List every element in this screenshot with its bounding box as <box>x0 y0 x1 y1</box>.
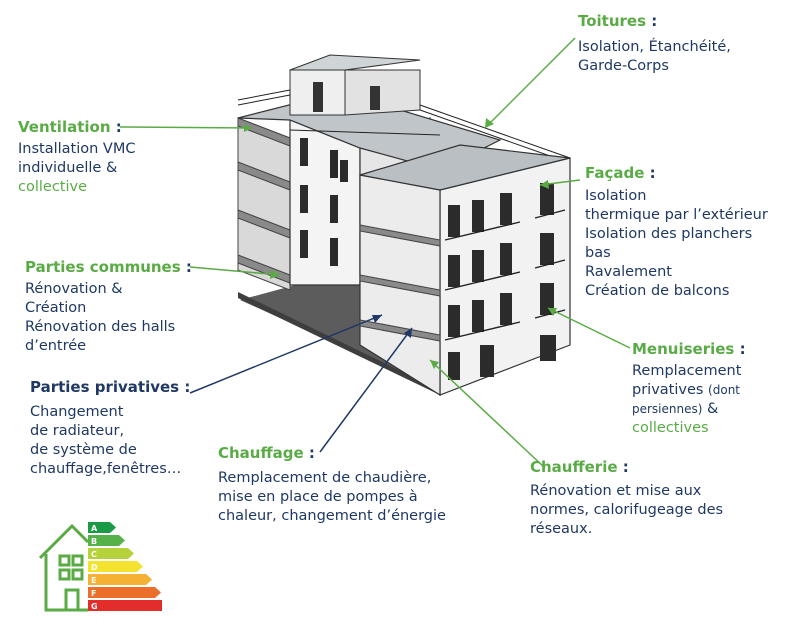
energy-class-c-label: C <box>91 550 97 559</box>
chaufferie-body: Rénovation et mise aux normes, calorifug… <box>530 483 724 537</box>
energy-class-c-bar <box>88 548 134 559</box>
ventilation-title: Ventilation : <box>18 118 122 136</box>
menuiseries-body: Remplacement privatives (dont persiennes… <box>632 363 742 436</box>
balcony-railings <box>444 209 566 341</box>
energy-class-d-bar <box>88 561 143 572</box>
energy-class-a-bar <box>88 522 116 533</box>
tower-windows <box>300 138 348 266</box>
facade-body: Isolation thermique par l’extérieur Isol… <box>585 188 768 299</box>
energy-class-g-label: G <box>91 602 98 611</box>
energy-class-a-label: A <box>91 524 98 533</box>
toitures-title: Toitures : <box>578 12 658 30</box>
energy-class-f-label: F <box>91 589 96 598</box>
energy-class-g-bar <box>88 600 162 611</box>
chauffage-title: Chauffage : <box>218 444 315 462</box>
energy-class-e-label: E <box>91 576 96 585</box>
energy-class-b-label: B <box>91 537 97 546</box>
toitures-body: Isolation, Étanchéité, Garde-Corps <box>578 39 731 74</box>
house-outline-icon <box>38 523 90 612</box>
parties-communes-title: Parties communes : <box>25 258 192 276</box>
energy-class-b-bar <box>88 535 125 546</box>
menuiseries-title: Menuiseries : <box>632 340 746 358</box>
parties-privatives-body: Changement de radiateur, de système de c… <box>30 404 182 477</box>
parties-communes-body: Rénovation & Création Rénovation des hal… <box>25 281 176 354</box>
energy-class-f-bar <box>88 587 161 598</box>
chaufferie-title: Chaufferie : <box>530 458 629 476</box>
energy-class-d-label: D <box>91 563 98 572</box>
chauffage-body: Remplacement de chaudière, mise en place… <box>218 470 446 524</box>
energy-class-e-bar <box>88 574 152 585</box>
ventilation-body: Installation VMC individuelle & collecti… <box>18 141 136 195</box>
facade-title: Façade : <box>585 164 656 182</box>
facade-windows <box>448 183 556 380</box>
right-wing-floors <box>359 224 441 342</box>
right-wing-roof <box>359 144 571 191</box>
parties-privatives-title: Parties privatives : <box>30 378 191 396</box>
roof-railings <box>237 89 571 164</box>
